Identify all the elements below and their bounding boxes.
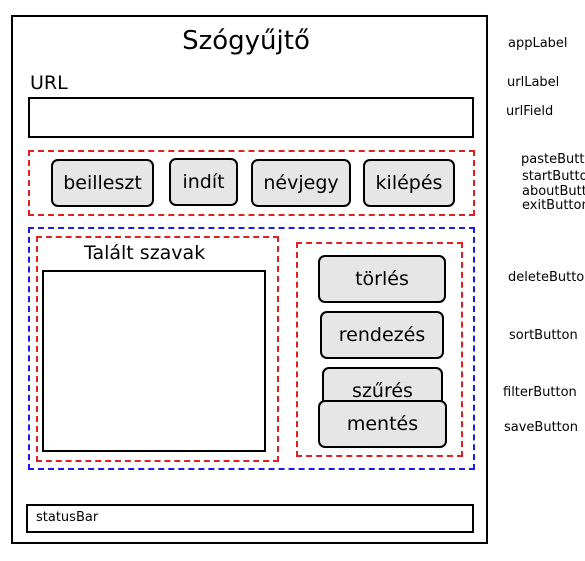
exit-button[interactable]: kilépés xyxy=(363,159,455,207)
annotation-filter-button: filterButton xyxy=(503,385,577,400)
save-button[interactable]: mentés xyxy=(318,400,447,448)
annotation-delete-button: deleteButton xyxy=(508,270,585,285)
paste-button[interactable]: beilleszt xyxy=(51,159,154,207)
content-group-outline xyxy=(28,227,475,470)
delete-button[interactable]: törlés xyxy=(318,255,446,303)
about-button[interactable]: névjegy xyxy=(251,159,351,207)
annotation-start-button: startButton xyxy=(522,169,585,184)
sort-button[interactable]: rendezés xyxy=(320,311,444,359)
actions-group-outline xyxy=(296,242,463,457)
url-label: URL xyxy=(30,72,68,94)
annotation-sort-button: sortButton xyxy=(509,328,578,343)
status-bar xyxy=(26,504,474,533)
annotation-url-label: urlLabel xyxy=(507,75,560,90)
found-words-title: Talált szavak xyxy=(84,242,206,264)
annotation-exit-button: exitButton xyxy=(522,198,585,213)
start-button[interactable]: indít xyxy=(169,158,238,206)
annotation-app-label: appLabel xyxy=(508,36,568,51)
found-words-group-outline xyxy=(36,236,279,462)
annotation-paste-button: pasteButton xyxy=(521,152,585,167)
found-words-list[interactable] xyxy=(42,270,266,452)
app-window-frame xyxy=(11,15,488,544)
app-title: Szógyűjtő xyxy=(182,26,310,56)
annotation-save-button: saveButton xyxy=(504,420,578,435)
url-field[interactable] xyxy=(28,97,474,138)
toolbar-group-outline xyxy=(28,150,475,216)
status-bar-text: statusBar xyxy=(36,510,99,525)
annotation-url-field: urlField xyxy=(506,104,554,119)
annotation-about-button: aboutButton xyxy=(522,184,585,199)
